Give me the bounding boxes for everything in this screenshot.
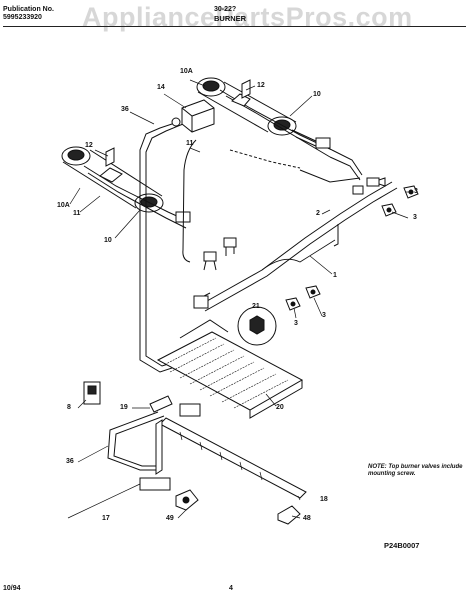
callout-36-bottom: 36 [66,458,74,465]
pressure-regulator [171,99,215,133]
left-burner-assembly [61,146,191,229]
callout-12-left: 12 [85,142,93,149]
callout-3-b: 3 [413,214,417,221]
callout-2: 2 [316,210,320,217]
note-text: NOTE: Top burner valves include mounting… [368,464,463,477]
callout-11-left: 11 [73,210,81,217]
section-title: BURNER [214,14,247,23]
callout-18: 18 [320,496,328,503]
clips [105,79,251,167]
callout-21: 21 [252,303,260,310]
oven-burner-tube [149,395,307,499]
callout-48: 48 [303,515,311,522]
callout-10-left: 10 [104,237,112,244]
oven-burner-baffle [156,319,304,419]
publication-block: Publication No. 5995233920 [3,6,54,22]
model-number: 30-22? [214,6,237,13]
callout-11-top: 11 [186,140,194,147]
page-number: 4 [229,585,233,592]
callout-19: 19 [120,404,128,411]
callout-20: 20 [276,404,284,411]
callout-3-d: 3 [322,312,326,319]
watermark: AppliancePartsPros.com [82,2,413,32]
callout-14: 14 [157,84,165,91]
header-rule [3,26,466,27]
valve-group [203,177,419,311]
igniter-module [83,381,101,405]
callout-10-top: 10 [313,91,321,98]
callout-3-a: 3 [414,188,418,195]
rear-burner-assembly [196,77,363,183]
callout-12-top: 12 [257,82,265,89]
publication-label: Publication No. [3,6,54,13]
callout-3-c: 3 [294,320,298,327]
orifice-detail [237,306,277,346]
callout-17: 17 [102,515,110,522]
diagram-code: P24B0007 [384,541,420,550]
callout-1: 1 [333,272,337,279]
callout-36-top: 36 [121,106,129,113]
callout-10a-top: 10A [180,68,193,75]
callout-10a-left: 10A [57,202,70,209]
manifold-pipe [193,181,398,312]
publication-number: 5995233920 [3,14,42,21]
leader-lines [67,79,413,519]
callout-49: 49 [166,515,174,522]
callout-8: 8 [67,404,71,411]
footer-date: 10/94 [3,585,21,592]
safety-valve [139,419,301,525]
